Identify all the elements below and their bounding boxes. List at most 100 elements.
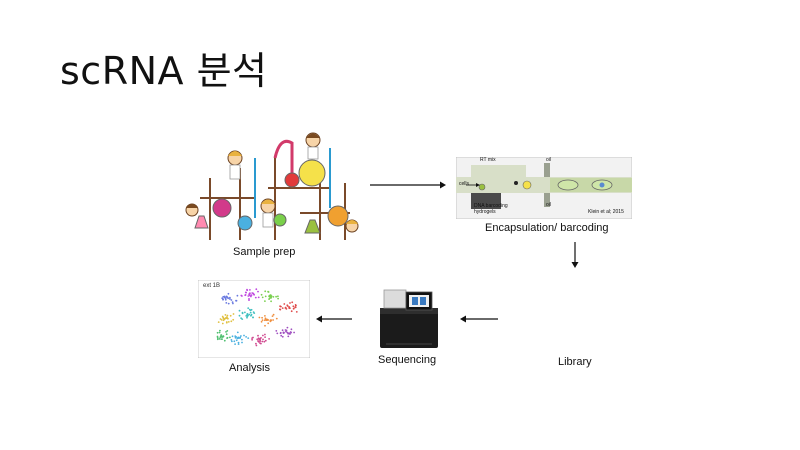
tsne-point: [293, 307, 295, 310]
tsne-point: [277, 295, 279, 298]
citation-label: Klein et al; 2015: [588, 209, 624, 215]
tsne-point: [252, 293, 255, 295]
tsne-point: [227, 302, 230, 305]
tsne-point: [271, 315, 274, 317]
tsne-point: [267, 291, 270, 293]
tsne-point: [276, 332, 279, 335]
tsne-point: [224, 298, 227, 301]
tsne-point: [285, 330, 287, 333]
dna-barcoding-label-1: DNA barcoding: [474, 203, 508, 209]
arrow-down: [571, 242, 579, 268]
tsne-point: [270, 300, 272, 303]
tsne-point: [262, 334, 264, 337]
tsne-point: [255, 344, 258, 347]
tsne-point: [264, 300, 266, 302]
tsne-point: [248, 299, 250, 301]
tsne-point: [264, 336, 266, 338]
tsne-point: [220, 334, 222, 337]
tsne-point: [290, 310, 293, 313]
tsne-point: [249, 309, 252, 312]
tsne-point: [218, 338, 221, 340]
tsne-point: [294, 304, 297, 306]
step-label-sequencing: Sequencing: [378, 354, 437, 366]
tsne-point: [246, 313, 249, 315]
tsne-point: [243, 334, 245, 337]
tsne-point: [226, 330, 229, 332]
microfluidic-chip-diagram: [456, 157, 632, 219]
tsne-point: [248, 293, 251, 295]
tsne-point: [269, 295, 272, 298]
tsne-point: [250, 295, 252, 298]
tsne-point: [284, 307, 287, 309]
tsne-point: [261, 340, 264, 343]
tsne-point: [259, 342, 261, 344]
tsne-point: [294, 306, 297, 309]
tsne-point: [217, 321, 220, 323]
tsne-point: [247, 314, 249, 317]
cells-label: cells: [459, 181, 470, 187]
tsne-point: [236, 331, 239, 334]
tsne-point: [275, 317, 278, 320]
tsne-point: [237, 341, 240, 344]
tsne-point: [251, 337, 253, 339]
tsne-point: [225, 317, 228, 319]
tsne-point: [293, 331, 295, 334]
tsne-point: [261, 319, 264, 321]
arrow-left-1: [460, 315, 498, 323]
step-label-encapsulation: Encapsulation/ barcoding: [485, 222, 609, 234]
oil-bottom-label: oil: [546, 202, 552, 208]
tsne-point: [272, 296, 275, 298]
tsne-point: [234, 335, 237, 337]
tsne-point: [291, 301, 294, 304]
tsne-point: [245, 315, 248, 317]
tsne-point: [216, 331, 219, 334]
tsne-point: [284, 329, 287, 331]
tsne-point: [253, 312, 256, 314]
tsne-point: [263, 340, 266, 343]
tsne-point: [257, 337, 260, 340]
tsne-point: [264, 315, 266, 317]
rt-mix-label: RT mix: [480, 157, 496, 163]
tsne-point: [240, 335, 242, 337]
tsne-point: [249, 289, 251, 291]
tsne-point: [250, 294, 253, 296]
tsne-point: [241, 338, 243, 341]
tsne-point: [229, 314, 232, 317]
tsne-point: [281, 335, 284, 338]
tsne-point: [219, 329, 221, 332]
tsne-point: [290, 328, 293, 331]
tsne-point: [255, 342, 257, 345]
tsne-point: [268, 338, 270, 340]
tsne-point: [222, 316, 225, 319]
tsne-point: [225, 295, 228, 298]
tsne-point: [272, 313, 275, 316]
tsne-point: [223, 318, 226, 321]
tsne-point: [226, 336, 229, 339]
tsne-point: [221, 322, 224, 325]
tsne-point: [281, 329, 284, 332]
lab-illustration: [185, 132, 359, 240]
tsne-point: [230, 339, 233, 341]
tsne-point: [225, 302, 228, 304]
tsne-point: [255, 288, 258, 291]
tsne-point: [229, 336, 231, 339]
tsne-point: [227, 297, 230, 300]
tsne-point: [227, 292, 230, 295]
tsne-point: [250, 313, 253, 316]
tsne-point: [219, 318, 222, 320]
tsne-point: [267, 322, 270, 325]
tsne-axis-label: ext 1B: [203, 283, 221, 289]
tsne-point: [269, 319, 272, 322]
tsne-point: [225, 331, 227, 333]
tsne-point: [257, 296, 260, 299]
tsne-point: [252, 316, 254, 319]
tsne-point: [234, 343, 236, 345]
tsne-point: [216, 338, 219, 341]
tsne-point: [218, 331, 221, 334]
tsne-point: [227, 317, 229, 320]
tsne-point: [281, 307, 284, 309]
tsne-point: [257, 340, 260, 343]
tsne-point: [279, 305, 281, 308]
tsne-point: [244, 311, 246, 314]
tsne-point: [241, 318, 244, 320]
